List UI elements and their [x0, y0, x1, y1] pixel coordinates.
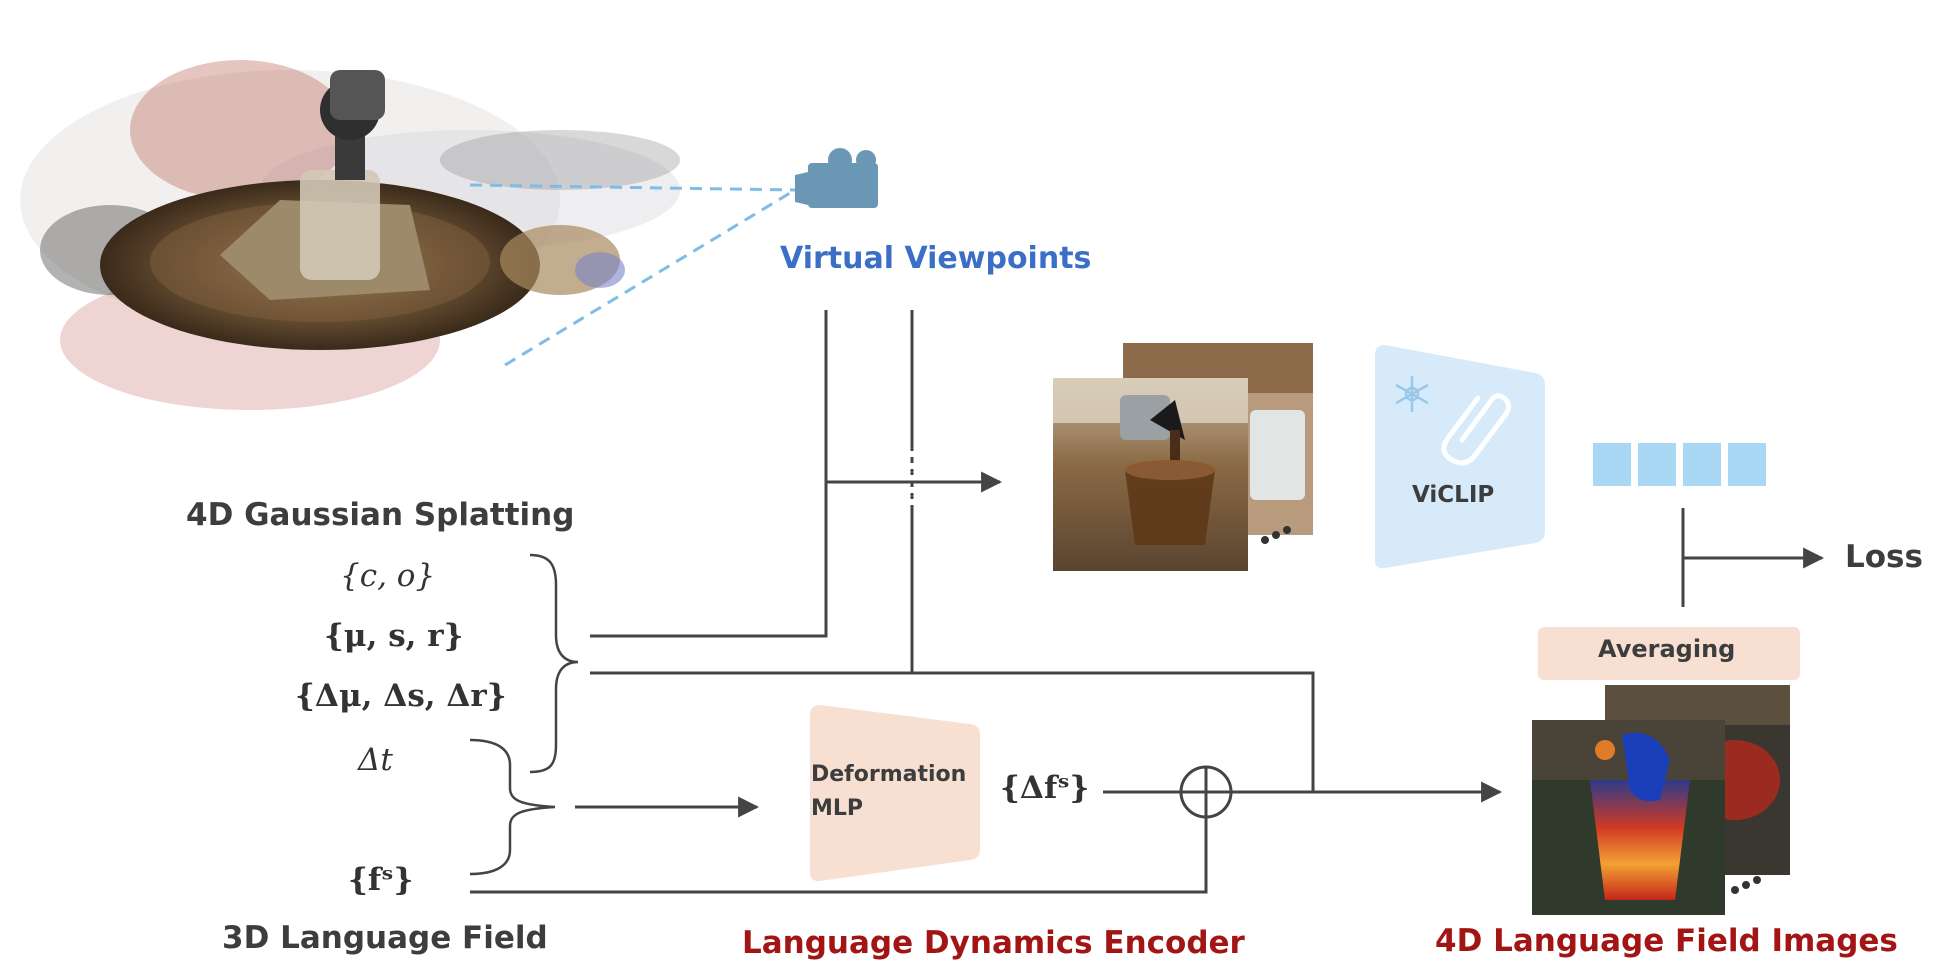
deformation-label-line1: Deformation: [811, 762, 967, 787]
language-field-label: 3D Language Field: [222, 920, 548, 956]
position-scale-rotation-attrs: {μ, s, r}: [324, 618, 464, 654]
view-ray-bottom: [504, 188, 796, 367]
view-ray-top: [469, 183, 796, 192]
circled-plus-icon: [1179, 765, 1233, 819]
deformation-label-line2: MLP: [811, 796, 864, 821]
virtual-viewpoints-label: Virtual Viewpoints: [780, 241, 1092, 276]
viclip-block: [1375, 345, 1545, 569]
averaging-label: Averaging: [1598, 635, 1736, 663]
delta-language-feature: {Δfˢ}: [1000, 770, 1090, 806]
connector-lines: [470, 310, 1825, 894]
delta-t: Δt: [358, 742, 393, 778]
snowflake-icon: [1395, 376, 1429, 412]
brace-upper: [529, 553, 579, 774]
language-feature-fs: {fˢ}: [348, 862, 414, 898]
brace-lower: [469, 738, 556, 876]
gaussian-splat-scene: [20, 60, 680, 410]
loss-label: Loss: [1845, 539, 1923, 575]
viclip-label: ViCLIP: [1412, 482, 1495, 508]
camera-icon: [795, 148, 878, 208]
averaging-block: [1538, 627, 1800, 680]
gaussian-splatting-label: 4D Gaussian Splatting: [186, 497, 575, 533]
language-field-images-label: 4D Language Field Images: [1435, 923, 1898, 959]
language-field-feature-images: [1532, 685, 1790, 915]
paperclip-icon: [1441, 393, 1512, 466]
deformation-mlp-block: [810, 705, 980, 882]
delta-attrs: {Δμ, Δs, Δr}: [295, 678, 507, 714]
rendered-rgb-images: [1053, 343, 1313, 571]
language-dynamics-encoder-label: Language Dynamics Encoder: [742, 925, 1245, 961]
feature-embedding: [1593, 443, 1766, 486]
color-opacity-attrs: {c, o}: [340, 558, 436, 594]
